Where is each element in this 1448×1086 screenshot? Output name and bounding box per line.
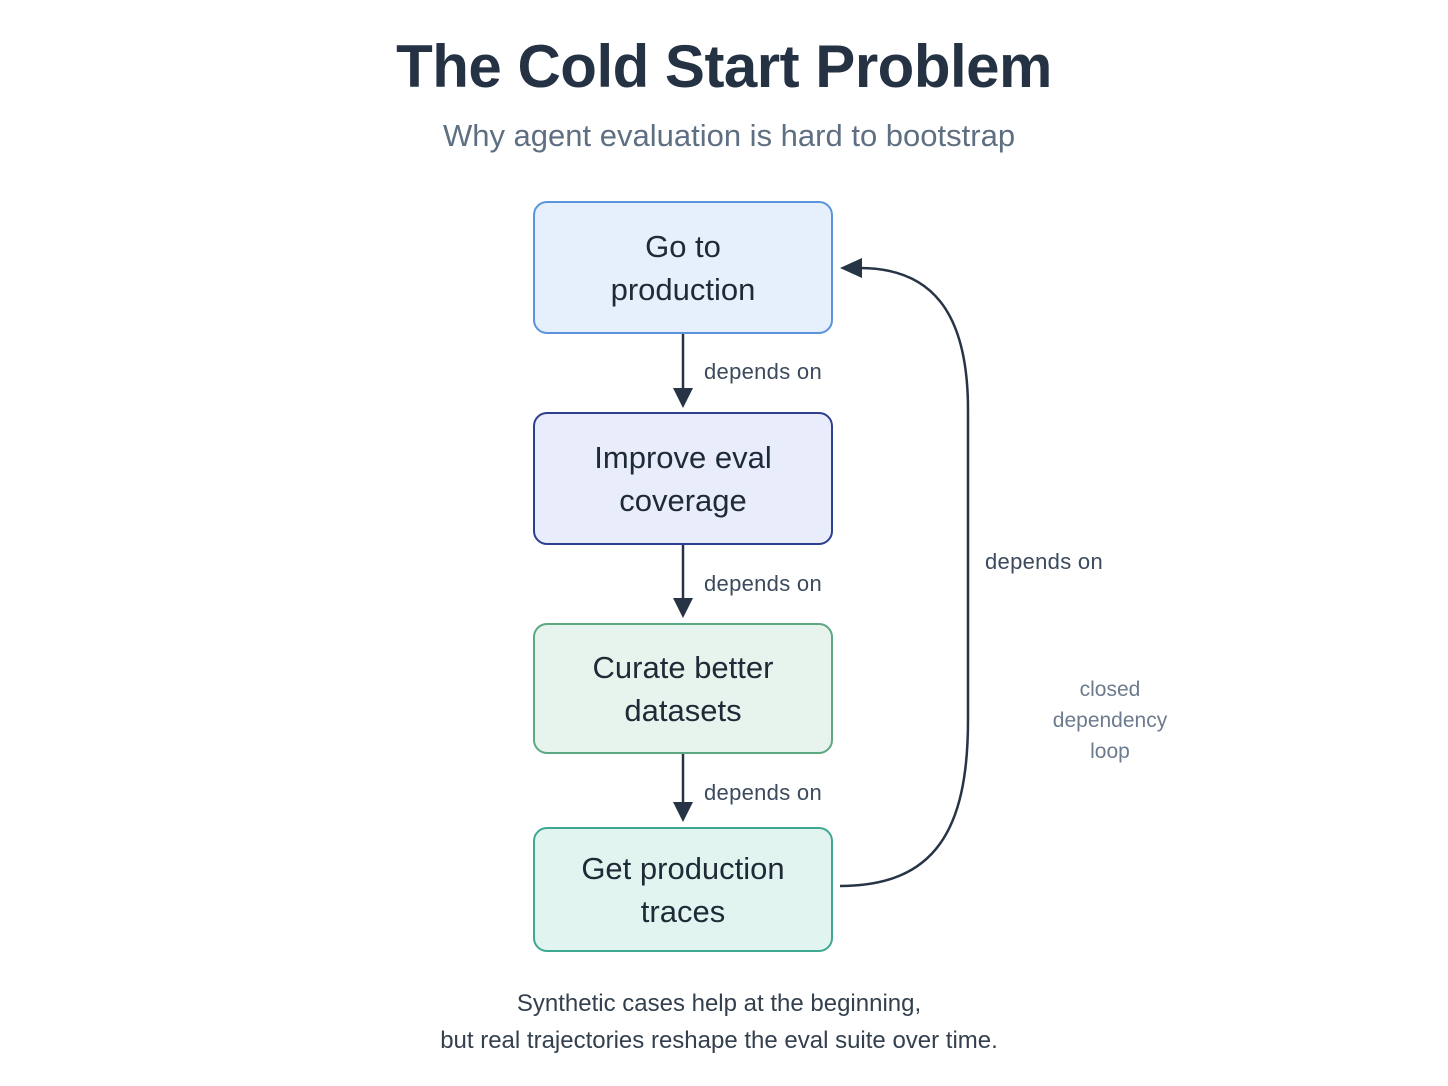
loop-note-line: closed xyxy=(1079,678,1141,701)
diagram-subtitle: Why agent evaluation is hard to bootstra… xyxy=(442,118,1016,153)
node-go-to-production: Go to production xyxy=(533,201,833,334)
diagram-title: The Cold Start Problem xyxy=(396,33,1052,100)
node-improve-eval-coverage: Improve eval coverage xyxy=(533,412,833,545)
loop-note-line: dependency xyxy=(1052,709,1168,732)
node-get-production-traces: Get production traces xyxy=(533,827,833,952)
node-label-line: datasets xyxy=(624,692,742,728)
node-label-line: production xyxy=(610,271,756,307)
edge-label-2: depends on xyxy=(704,571,822,596)
loop-back-arrow xyxy=(839,258,970,888)
arrow-3-to-4 xyxy=(673,754,693,822)
loop-note: closed dependency loop xyxy=(1030,674,1190,767)
node-label-line: Improve eval xyxy=(594,439,772,475)
footer-line: but real trajectories reshape the eval s… xyxy=(440,1027,998,1054)
edge-label-3: depends on xyxy=(704,780,822,805)
arrow-1-to-2 xyxy=(673,334,693,408)
node-curate-better-datasets: Curate better datasets xyxy=(533,623,833,754)
node-label-line: traces xyxy=(640,893,726,929)
node-label-line: coverage xyxy=(619,482,747,518)
node-label-line: Curate better xyxy=(592,649,774,685)
edge-label-loop: depends on xyxy=(985,549,1103,574)
node-label-line: Get production xyxy=(581,850,785,886)
footer-caption: Synthetic cases help at the beginning, b… xyxy=(0,985,1438,1059)
footer-line: Synthetic cases help at the beginning, xyxy=(516,990,922,1017)
edge-label-1: depends on xyxy=(704,359,822,384)
loop-note-line: loop xyxy=(1090,740,1130,763)
arrow-2-to-3 xyxy=(673,545,693,618)
node-label-line: Go to xyxy=(645,228,721,264)
